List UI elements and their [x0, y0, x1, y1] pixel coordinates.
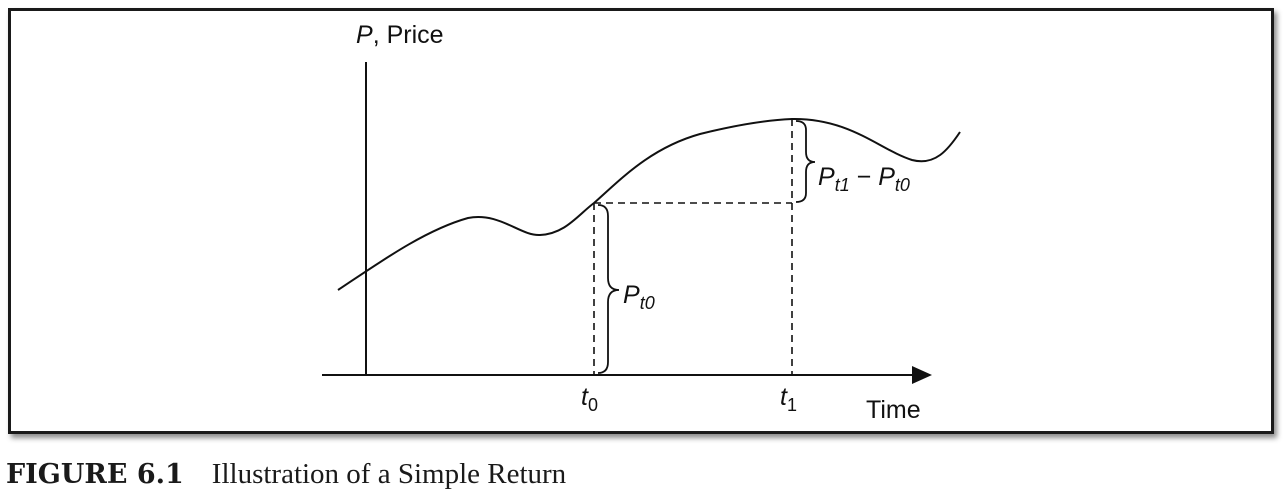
price-curve [337, 117, 961, 291]
figure-caption: FIGURE 6.1 Illustration of a Simple Retur… [6, 458, 566, 491]
x-axis-label: Time [866, 396, 921, 424]
diff-label: Pt1 − Pt0 [818, 163, 910, 195]
caption-number: FIGURE 6.1 [6, 459, 184, 490]
pt0-label: Pt0 [623, 281, 655, 313]
diff-brace [795, 120, 816, 203]
pt0-brace [597, 204, 620, 374]
y-axis-text: , Price [373, 21, 444, 49]
y-axis-var: P [356, 21, 373, 49]
t0-label: t0 [581, 383, 598, 415]
simple-return-diagram: P, Price Time t0 t1 Pt0 Pt1 − Pt0 [322, 21, 961, 424]
figure-frame [8, 8, 1274, 434]
x-axis-arrowhead [912, 366, 932, 384]
t1-label: t1 [780, 383, 797, 415]
caption-title: Illustration of a Simple Return [211, 458, 567, 490]
y-axis-label: P, Price [356, 21, 444, 49]
